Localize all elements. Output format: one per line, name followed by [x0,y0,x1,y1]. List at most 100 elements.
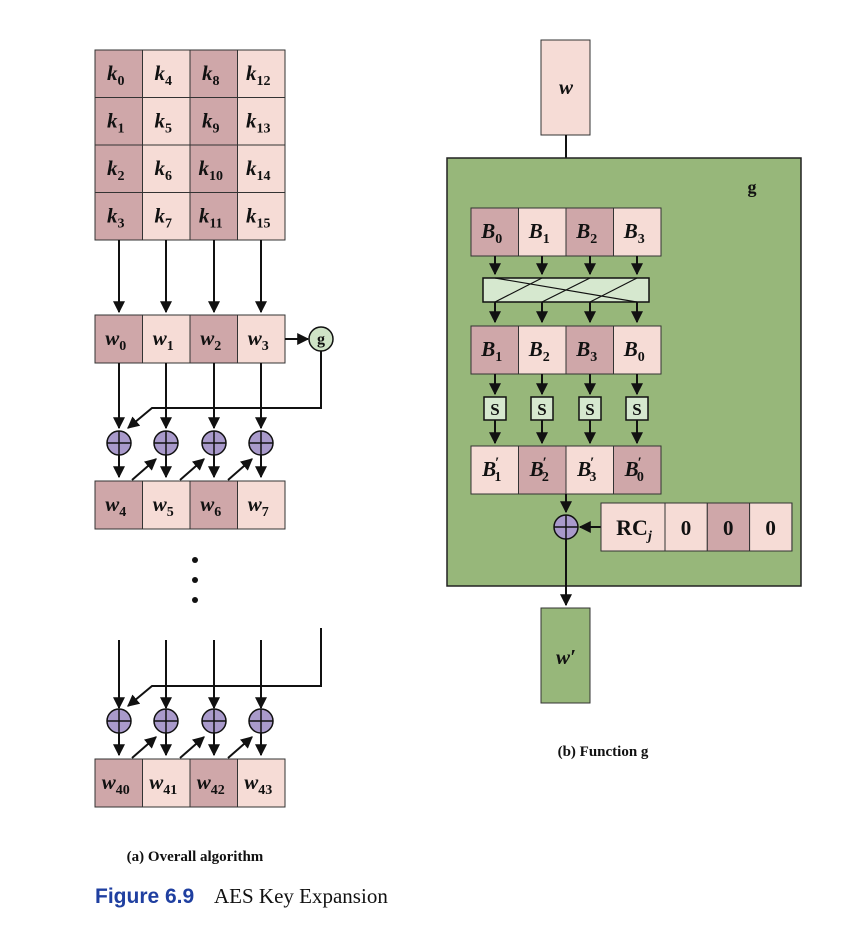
byte-label: B2 [575,219,597,247]
key-byte-label: k6 [155,156,173,184]
sbox-label: S [585,400,594,419]
g-node-label: g [317,331,325,348]
byte-label: B0 [623,337,645,365]
word-row-w4-w7: w4 w5 w6 w7 [94,480,286,530]
key-byte-label: k0 [107,61,125,89]
key-byte-label: k13 [246,108,271,136]
byte-cell [613,207,662,257]
key-byte-label: k10 [199,156,224,184]
word-cell [237,480,286,530]
key-byte-label: k2 [107,156,125,184]
key-byte-cell [237,192,286,241]
xor-operator [153,430,179,479]
last-round-arrows [113,628,322,710]
byte-label: B′0 [624,455,644,485]
key-byte-label: k9 [202,108,220,136]
key-byte-cell [142,97,191,146]
word-cell [94,480,143,530]
word-label: w42 [197,770,225,798]
byte-cell [613,445,662,495]
key-byte-cell [142,144,191,193]
from-sbox-arrows [489,420,643,445]
to-sbox-arrows [489,374,643,396]
byte-label: B′2 [529,455,549,485]
input-word-label: w [559,75,574,99]
caption-a: (a) Overall algorithm [127,849,264,865]
byte-label: B1 [528,219,550,247]
rcon-label: RCj [616,515,652,544]
key-byte-cell [94,97,143,146]
byte-label: B2 [528,337,550,365]
word-label: w40 [102,770,130,798]
figure-number: Figure 6.9 [95,885,194,908]
chain-arrows-last [131,736,253,759]
word-label: w41 [149,770,177,798]
byte-label: B′1 [481,455,501,485]
rcon-zero-label: 0 [681,516,692,540]
sbox-label: S [632,400,641,419]
sbox: S [530,396,554,421]
key-byte-label: k1 [107,108,125,136]
key-byte-label: k12 [246,61,271,89]
byte-cell [470,325,519,375]
rcon-zero-cell [664,502,708,552]
key-byte-cell [189,192,238,241]
key-byte-cell [189,97,238,146]
rotword-permutation-box [482,277,650,303]
to-rotation-arrows [489,256,643,276]
xor-row-last [106,708,274,757]
byte-cell [518,207,567,257]
round-constant-word: RCj 0 0 0 [600,502,793,552]
word-cell [237,314,286,364]
word-to-xor-arrows [113,363,267,430]
byte-label: B1 [480,337,502,365]
word-label: w5 [153,492,174,520]
xor-operator [201,708,227,757]
key-byte-cell [237,97,286,146]
word-cell [189,480,238,530]
caption-b: (b) Function g [558,744,649,760]
xor-operator [248,708,274,757]
figure-title: AES Key Expansion [214,884,388,908]
g-function-node: g [308,326,334,352]
key-byte-label: k7 [155,203,173,231]
byte-cell [565,207,614,257]
word-label: w0 [105,326,126,354]
rcon-zero-label: 0 [765,516,776,540]
byte-cell [518,445,567,495]
xor-operator [106,708,132,757]
rcon-xor [553,514,579,540]
word-label: w6 [200,492,221,520]
word-label: w1 [153,326,174,354]
word-cell [189,758,238,808]
xor-row-1 [106,430,274,479]
key-byte-label: k15 [246,203,271,231]
word-cell [94,758,143,808]
sbox: S [483,396,507,421]
key-to-word-arrows [113,240,267,314]
key-byte-label: k14 [246,156,271,184]
word-label: w7 [248,492,269,520]
key-byte-label: k8 [202,61,220,89]
g-panel-label: g [748,177,757,197]
rcon-zero-cell [706,502,751,552]
sbox: S [625,396,649,421]
key-byte-cell [142,49,191,98]
key-byte-label: k3 [107,203,125,231]
word-cell [237,758,286,808]
key-byte-cell [142,192,191,241]
rcon-zero-label: 0 [723,516,734,540]
word-label: w4 [105,492,126,520]
rcon-zero-cell [749,502,793,552]
byte-cell [565,325,614,375]
xor-operator [153,708,179,757]
input-word-box: w [540,39,591,136]
word-label: w2 [200,326,221,354]
